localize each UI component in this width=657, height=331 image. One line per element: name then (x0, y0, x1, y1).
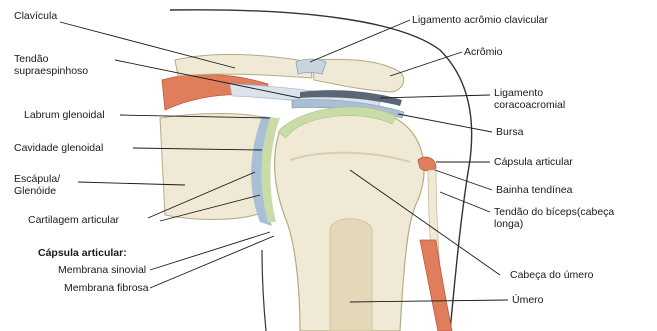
label-bainha: Bainha tendínea (496, 184, 572, 196)
label-cartilagem: Cartilagem articular (28, 214, 119, 226)
label-cabeca-umero: Cabeça do úmero (510, 269, 593, 281)
body-outline-inner (262, 250, 266, 331)
leader-sinovial (150, 232, 270, 270)
label-capsula-articular: Cápsula articular (494, 156, 573, 168)
label-membrana-fibrosa: Membrana fibrosa (64, 282, 149, 294)
humerus-medullary-canal (330, 219, 372, 331)
leader-lig-coraco (380, 95, 490, 98)
label-capsula-header: Cápsula articular: (38, 247, 127, 259)
label-escapula-1: Escápula/ (14, 173, 60, 185)
label-tendao-biceps-2: longa) (494, 218, 523, 230)
label-labrum: Labrum glenoidal (24, 109, 105, 121)
label-clavicula: Clavícula (14, 10, 57, 22)
label-bursa: Bursa (496, 126, 523, 138)
label-tendao-supra-2: supraespinhoso (14, 65, 88, 77)
label-acromio: Acrômio (464, 46, 503, 58)
tendon-sheath (418, 157, 436, 171)
biceps-muscle (420, 240, 452, 331)
label-membrana-sinovial: Membrana sinovial (58, 264, 146, 276)
leader-bainha (435, 170, 492, 190)
leader-bursa (398, 114, 492, 132)
leader-clavicula (60, 22, 235, 68)
label-lig-coraco-1: Ligamento (494, 87, 543, 99)
label-tendao-supra-1: Tendão (14, 53, 48, 65)
label-escapula-2: Glenóide (14, 185, 56, 197)
label-lig-acromio-clavicular: Ligamento acrômio clavicular (412, 14, 548, 26)
leader-lig-acromio-clav (310, 20, 410, 62)
label-cavidade: Cavidade glenoidal (14, 142, 103, 154)
leader-fibrosa (150, 236, 274, 288)
label-tendao-biceps-1: Tendão do bíceps(cabeça (494, 206, 614, 218)
label-lig-coraco-2: coracoacromial (494, 99, 565, 111)
label-umero: Úmero (512, 294, 544, 306)
